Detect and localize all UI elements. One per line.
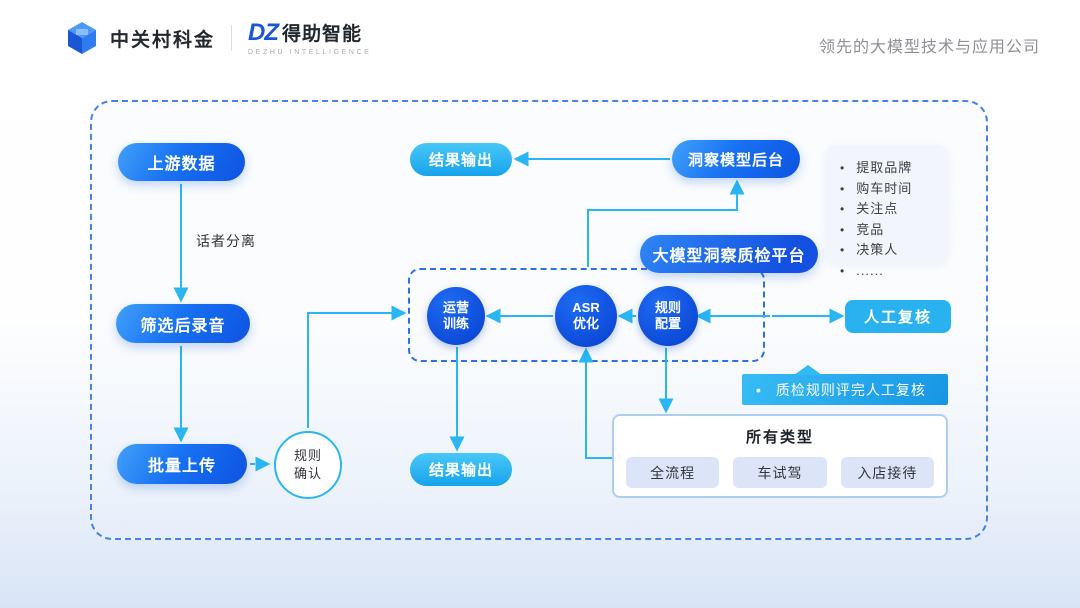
brand-subtitle: DEZHU INTELLIGENCE: [248, 48, 372, 56]
insight-item: 关注点: [840, 199, 940, 220]
rule-confirm-line2: 确认: [293, 466, 322, 481]
rule-config-line1: 规则: [654, 299, 681, 315]
callout-banner: 质检规则评完人工复核: [742, 365, 948, 405]
company-tagline: 领先的大模型技术与应用公司: [818, 39, 1040, 56]
node-operation-training[interactable]: 运营 训练: [427, 287, 485, 345]
all-types-title: 所有类型: [745, 429, 814, 446]
insight-item: ......: [840, 261, 940, 282]
asr-line1: ASR: [572, 299, 600, 315]
callout-tail: [794, 365, 822, 375]
insight-item: 决策人: [840, 240, 940, 261]
brand-divider: [231, 25, 233, 51]
node-upstream-data[interactable]: 上游数据: [118, 143, 245, 181]
type-chip-test-drive[interactable]: 车试驾: [733, 457, 827, 488]
rule-confirm-line1: 规则: [293, 448, 322, 464]
brand-logo: 中关村科金 DZ 得助智能 DEZHU INTELLIGENCE: [64, 20, 371, 56]
node-batch-upload[interactable]: 批量上传: [117, 444, 247, 484]
dezhu-logo: DZ 得助智能 DEZHU INTELLIGENCE: [248, 18, 372, 56]
rule-config-line2: 配置: [654, 316, 681, 331]
node-platform[interactable]: 大模型洞察质检平台: [640, 235, 818, 273]
operation-training-line1: 运营: [442, 299, 469, 315]
asr-line2: 优化: [572, 316, 599, 331]
brand-name-right: 得助智能: [282, 23, 363, 45]
node-asr-optimize[interactable]: ASR 优化: [555, 285, 617, 347]
node-insight-model-backend[interactable]: 洞察模型后台: [672, 140, 800, 178]
brand-name-left: 中关村科金: [110, 29, 216, 51]
node-rule-confirm[interactable]: 规则 确认: [274, 431, 342, 499]
insight-item: 购车时间: [840, 179, 940, 200]
node-result-output-top[interactable]: 结果输出: [410, 143, 512, 176]
operation-training-line2: 训练: [442, 316, 469, 331]
zhongguancun-cube-icon: [68, 22, 96, 54]
insight-item: 提取品牌: [840, 158, 940, 179]
node-rule-config[interactable]: 规则 配置: [638, 286, 698, 346]
node-manual-review[interactable]: 人工复核: [845, 300, 951, 333]
node-result-output-bottom[interactable]: 结果输出: [410, 453, 512, 486]
node-filtered-recording[interactable]: 筛选后录音: [116, 304, 250, 343]
dz-logo-mark: DZ: [248, 18, 279, 46]
header: 中关村科金 DZ 得助智能 DEZHU INTELLIGENCE 领先的大模型技…: [0, 0, 1080, 70]
label-speaker-separation: 话者分离: [196, 233, 256, 249]
callout-text: 质检规则评完人工复核: [775, 381, 926, 398]
insight-items-card: 提取品牌 购车时间 关注点 竞品 决策人 ......: [826, 145, 948, 278]
type-chip-store-reception[interactable]: 入店接待: [840, 457, 934, 488]
all-types-box: 所有类型 全流程 车试驾 入店接待: [612, 414, 948, 498]
type-chip-full-process[interactable]: 全流程: [626, 457, 720, 488]
insight-item: 竞品: [840, 220, 940, 241]
